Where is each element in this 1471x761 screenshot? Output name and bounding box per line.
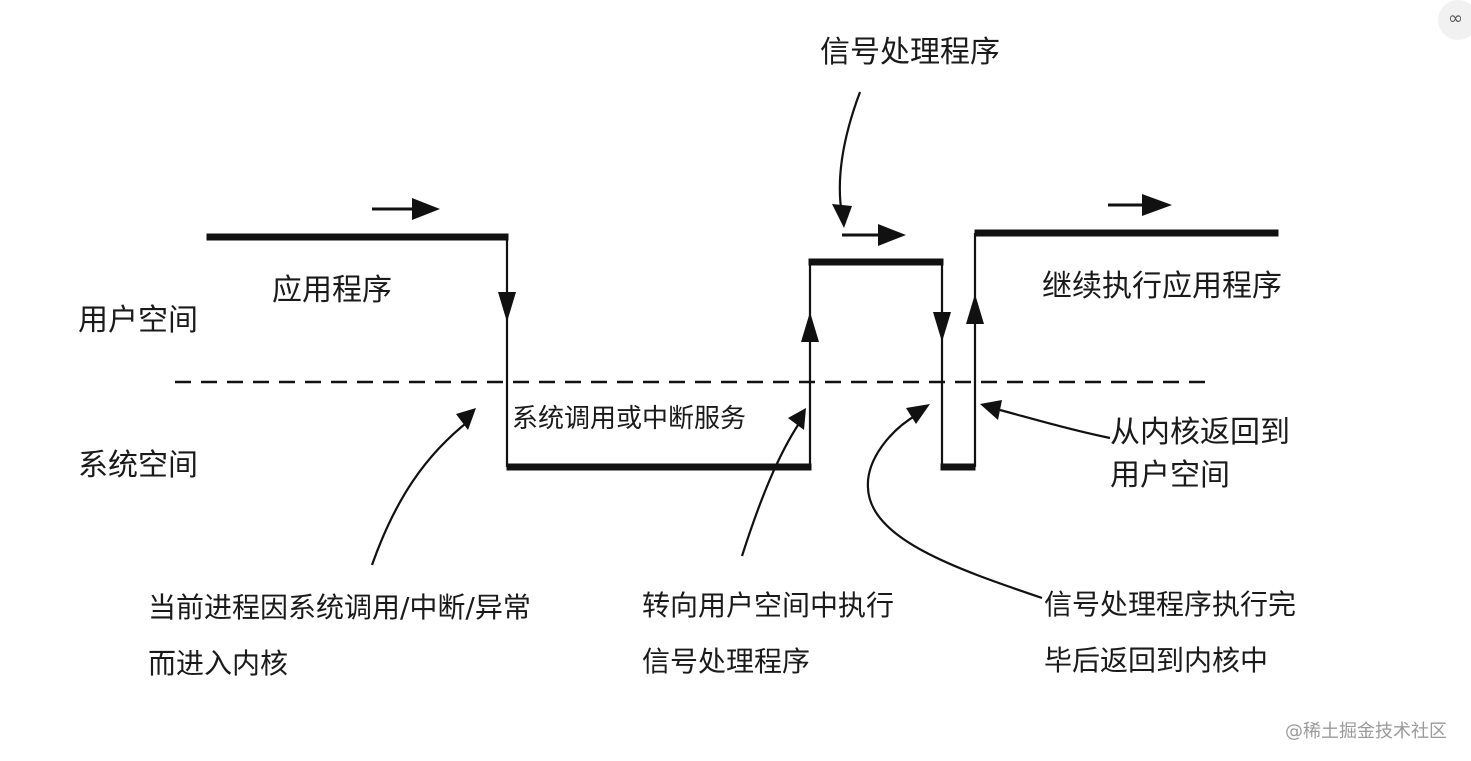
watermark: @稀土掘金技术社区 <box>1285 721 1447 742</box>
enter-kernel-line1: 当前进程因系统调用/中断/异常 <box>148 591 531 624</box>
callout-arrow-enter-kernel <box>370 408 476 566</box>
arrowhead-icon <box>966 294 984 324</box>
callout-arrow-return-user <box>980 400 1111 440</box>
callout-arrow-handler-done <box>866 404 1043 600</box>
arrowhead-icon <box>498 292 516 322</box>
callout-arrow-to-user <box>740 408 806 557</box>
return-user-line2: 用户空间 <box>1110 458 1230 493</box>
direction-arrow-icon <box>842 224 906 246</box>
handler-done-line2: 毕后返回到内核中 <box>1044 644 1268 677</box>
user-space-label: 用户空间 <box>78 303 198 338</box>
return-user-line1: 从内核返回到 <box>1110 415 1290 450</box>
continue-app-label: 继续执行应用程序 <box>1042 269 1282 304</box>
arrowhead-icon <box>933 312 951 342</box>
syscall-service-label: 系统调用或中断服务 <box>512 404 746 434</box>
to-user-line1: 转向用户空间中执行 <box>642 589 894 622</box>
arrowhead-icon <box>801 312 819 342</box>
link-icon[interactable]: ∞ <box>1438 0 1471 40</box>
system-space-label: 系统空间 <box>78 448 198 483</box>
enter-kernel-line2: 而进入内核 <box>148 647 288 680</box>
direction-arrow-icon <box>372 198 440 220</box>
direction-arrow-icon <box>1108 194 1172 216</box>
to-user-line2: 信号处理程序 <box>642 645 810 678</box>
signal-handler-title: 信号处理程序 <box>820 35 1000 70</box>
callout-arrow-signal-handler <box>832 91 862 228</box>
application-label: 应用程序 <box>272 273 392 308</box>
handler-done-line1: 信号处理程序执行完 <box>1044 588 1296 621</box>
